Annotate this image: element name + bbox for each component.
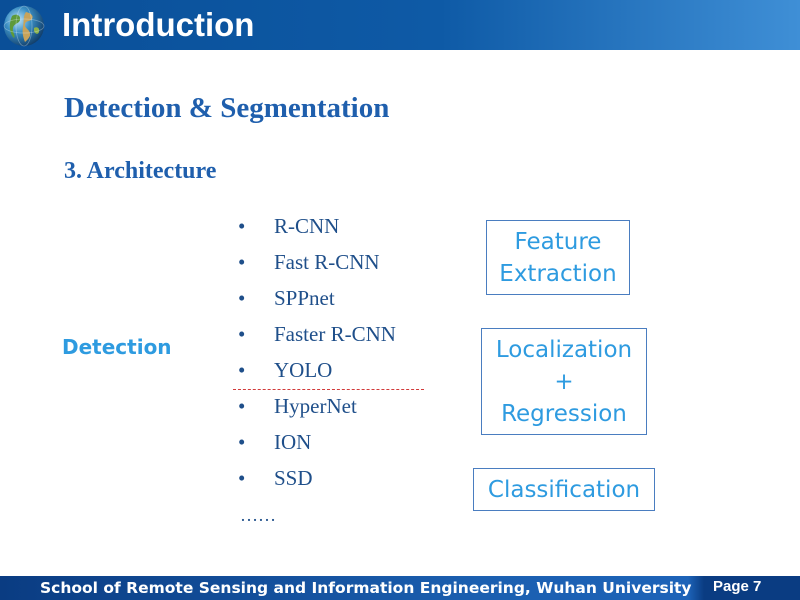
method-list: • R-CNN • Fast R-CNN • SPPnet • Faster R-CNN… [238, 208, 396, 496]
footer-affiliation: School of Remote Sensing and Information… [40, 579, 692, 597]
bullet: • [238, 466, 246, 490]
bullet: • [238, 430, 246, 454]
bullet: • [238, 394, 246, 418]
list-item: • ION [238, 424, 396, 460]
list-item: • Faster R-CNN [238, 316, 396, 352]
subsection-title: 3. Architecture [64, 158, 217, 184]
list-ellipsis: …… [240, 505, 276, 525]
list-item: • SPPnet [238, 280, 396, 316]
bullet: • [238, 250, 246, 274]
list-item: • YOLO [238, 352, 396, 388]
method-label: HyperNet [274, 394, 357, 418]
category-label-detection: Detection [62, 335, 172, 359]
list-item: • R-CNN [238, 208, 396, 244]
slide-title: Introduction [62, 6, 255, 43]
method-label: ION [274, 430, 312, 454]
globe-icon [3, 5, 45, 47]
footer-bar: School of Remote Sensing and Information… [0, 576, 800, 600]
section-title: Detection & Segmentation [64, 92, 390, 124]
bullet: • [238, 358, 246, 382]
list-item: • Fast R-CNN [238, 244, 396, 280]
dashed-divider [233, 389, 424, 390]
stage-box-localization-regression: Localization + Regression [481, 328, 647, 435]
bullet: • [238, 322, 246, 346]
method-label: R-CNN [274, 214, 340, 238]
stage-box-classification: Classification [473, 468, 655, 511]
method-label: SPPnet [274, 286, 335, 310]
method-label: Fast R-CNN [274, 250, 380, 274]
list-item: • SSD [238, 460, 396, 496]
method-label: SSD [274, 466, 313, 490]
bullet: • [238, 214, 246, 238]
list-item: • HyperNet [238, 388, 396, 424]
bullet: • [238, 286, 246, 310]
method-label: Faster R-CNN [274, 322, 396, 346]
method-label: YOLO [274, 358, 333, 382]
page-number: Page 7 [713, 578, 762, 595]
title-bar: Introduction [0, 0, 800, 50]
stage-box-feature-extraction: Feature Extraction [486, 220, 630, 295]
